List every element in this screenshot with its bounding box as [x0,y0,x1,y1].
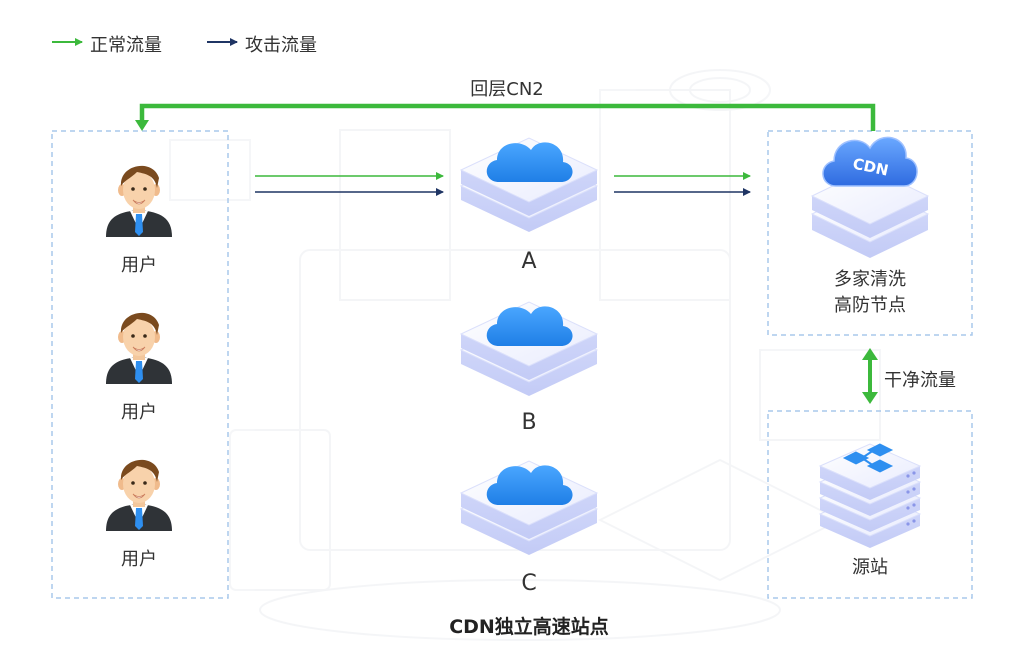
businessman-avatar-icon [106,312,172,384]
origin-box [767,410,973,599]
cloud-server-icon [459,137,599,232]
origin-label: 源站 [852,557,888,578]
cloud-server-icon [459,301,599,396]
background-illustration [169,69,881,641]
businessman-avatar-icon [106,459,172,531]
return-path-line [139,103,876,131]
scrub-node-box [767,130,973,336]
user-label: 用户 [121,255,157,276]
legend-normal-label: 正常流量 [90,35,162,56]
cdn-group-title: CDN独立高速站点 [449,616,609,638]
clean-flow-label: 干净流量 [884,370,956,391]
user-label: 用户 [121,549,157,570]
scrub-node-label-line2: 高防节点 [834,295,906,316]
legend-attack-label: 攻击流量 [245,35,317,56]
businessman-avatar-icon [106,165,172,237]
origin-server-stack-icon [818,443,922,548]
scrub-node-label-line1: 多家清洗 [834,269,906,290]
cdn-node-label-c: C [521,571,537,596]
clean-flow-double-arrow [862,348,878,404]
return-path-arrowhead [135,120,149,131]
cdn-node-label-b: B [521,410,537,435]
users-box [51,130,229,599]
return-path-label: 回层CN2 [470,79,544,100]
cdn-node-label-a: A [521,249,537,274]
cloud-server-icon [459,460,599,555]
cdn-cloud-server-icon: CDN [810,136,930,258]
user-label: 用户 [121,402,157,423]
